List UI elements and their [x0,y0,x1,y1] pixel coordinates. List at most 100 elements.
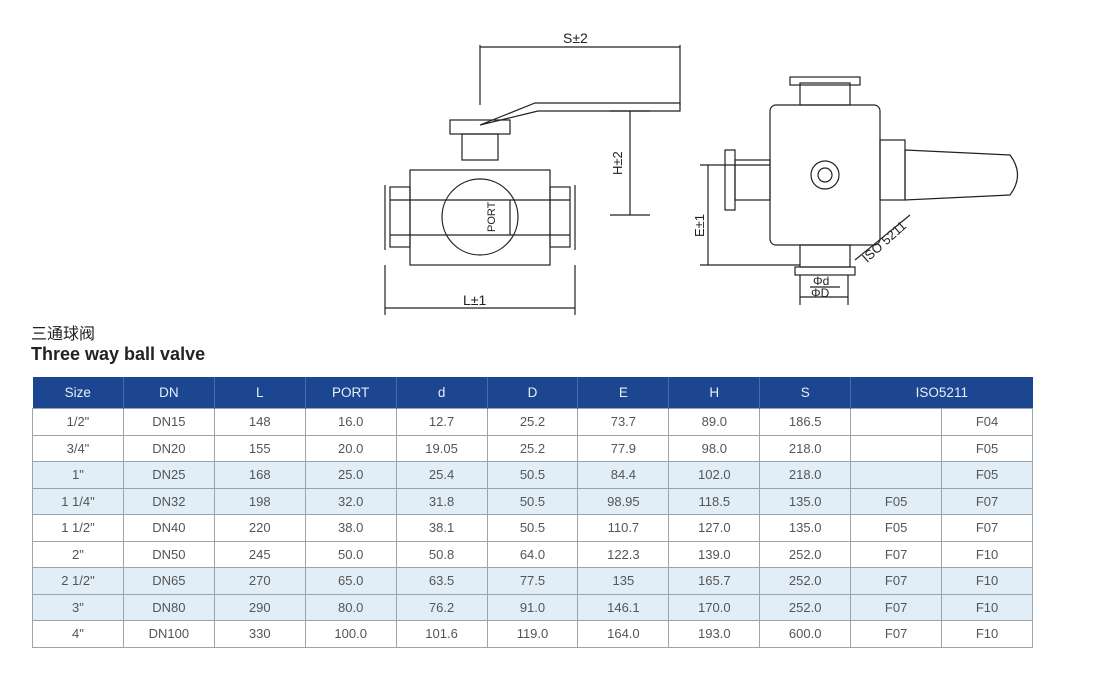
table-cell: 19.05 [395,434,488,462]
table-cell: 91.0 [486,593,579,621]
table-cell: 98.95 [577,487,670,515]
table-cell: 80.0 [304,593,397,621]
table-cell: DN25 [122,461,215,489]
table-cell: 600.0 [759,620,852,648]
table-cell: 77.5 [486,567,579,595]
table-cell: 25.2 [486,408,579,436]
table-cell: 31.8 [395,487,488,515]
table-cell: 50.8 [395,540,488,568]
table-cell: 148 [213,408,306,436]
header-dn: DN [122,377,215,409]
table-cell: 38.0 [304,514,397,542]
table-cell: 186.5 [759,408,852,436]
table-cell: DN50 [122,540,215,568]
table-cell: 110.7 [577,514,670,542]
table-cell: 252.0 [759,593,852,621]
table-cell: 135.0 [759,514,852,542]
table-cell: 50.5 [486,461,579,489]
dim-d-small-label: Φd [813,274,829,288]
table-cell: 122.3 [577,540,670,568]
table-cell: F07 [850,567,943,595]
dim-h-label: H±2 [610,151,625,175]
table-cell [850,461,943,489]
table-cell: DN40 [122,514,215,542]
table-cell: DN20 [122,434,215,462]
table-cell: 1 1/2" [32,514,124,542]
top-view [700,76,1019,305]
table-cell: 193.0 [668,620,761,648]
table-cell: DN100 [122,620,215,648]
table-cell: 330 [213,620,306,648]
table-cell: 12.7 [395,408,488,436]
header-d-small: d [395,377,488,409]
table-cell: 50.5 [486,514,579,542]
header-size: Size [32,377,124,409]
table-cell: 270 [213,567,306,595]
table-cell: 252.0 [759,567,852,595]
table-cell: 146.1 [577,593,670,621]
table-cell [850,408,943,436]
header-port: PORT [304,377,397,409]
table-cell: 252.0 [759,540,852,568]
table-cell: 4" [32,620,124,648]
dim-e-label: E±1 [692,214,707,237]
header-h: H [668,377,760,409]
table-cell: 1 1/4" [32,487,124,515]
table-cell: 1" [32,461,124,489]
table-cell: 1/2" [32,408,124,436]
table-cell: 16.0 [304,408,397,436]
table-cell: 50.0 [304,540,397,568]
table-cell: DN65 [122,567,215,595]
table-cell: 77.9 [577,434,670,462]
table-cell: F07 [850,593,943,621]
table-cell: 76.2 [395,593,488,621]
table-cell: 127.0 [668,514,761,542]
table-cell: 63.5 [395,567,488,595]
table-cell: DN80 [122,593,215,621]
table-cell: 218.0 [759,434,852,462]
table-cell: 102.0 [668,461,761,489]
table-cell: F10 [941,540,1033,568]
table-cell: 25.0 [304,461,397,489]
table-cell: F05 [941,434,1033,462]
table-cell: 84.4 [577,461,670,489]
table-cell: 65.0 [304,567,397,595]
spec-table: Size DN L PORT d D E H S ISO5211 1/2"DN1… [32,377,1033,648]
table-cell: 25.2 [486,434,579,462]
table-cell [850,434,943,462]
header-iso5211: ISO5211 [850,377,1033,409]
table-cell: 98.0 [668,434,761,462]
header-s: S [759,377,851,409]
valve-technical-drawing: S±2 H±2 PORT L±1 E±1 Φd ΦD ISO 5211 [384,30,1019,315]
table-cell: F10 [941,620,1033,648]
side-view [384,45,681,315]
table-cell: F07 [850,540,943,568]
header-d-large: D [486,377,578,409]
table-cell: 50.5 [486,487,579,515]
table-cell: 32.0 [304,487,397,515]
table-cell: 2" [32,540,124,568]
table-cell: 3" [32,593,124,621]
table-cell: F05 [850,514,943,542]
table-cell: 119.0 [486,620,579,648]
table-cell: 135 [577,567,670,595]
table-cell: 165.7 [668,567,761,595]
table-cell: 73.7 [577,408,670,436]
table-cell: 198 [213,487,306,515]
table-cell: DN32 [122,487,215,515]
table-cell: 2 1/2" [32,567,124,595]
table-cell: 100.0 [304,620,397,648]
table-cell: 3/4" [32,434,124,462]
table-cell: DN15 [122,408,215,436]
table-cell: 135.0 [759,487,852,515]
header-e: E [577,377,669,409]
dim-port-label: PORT [486,201,498,232]
table-cell: 220 [213,514,306,542]
table-cell: 218.0 [759,461,852,489]
